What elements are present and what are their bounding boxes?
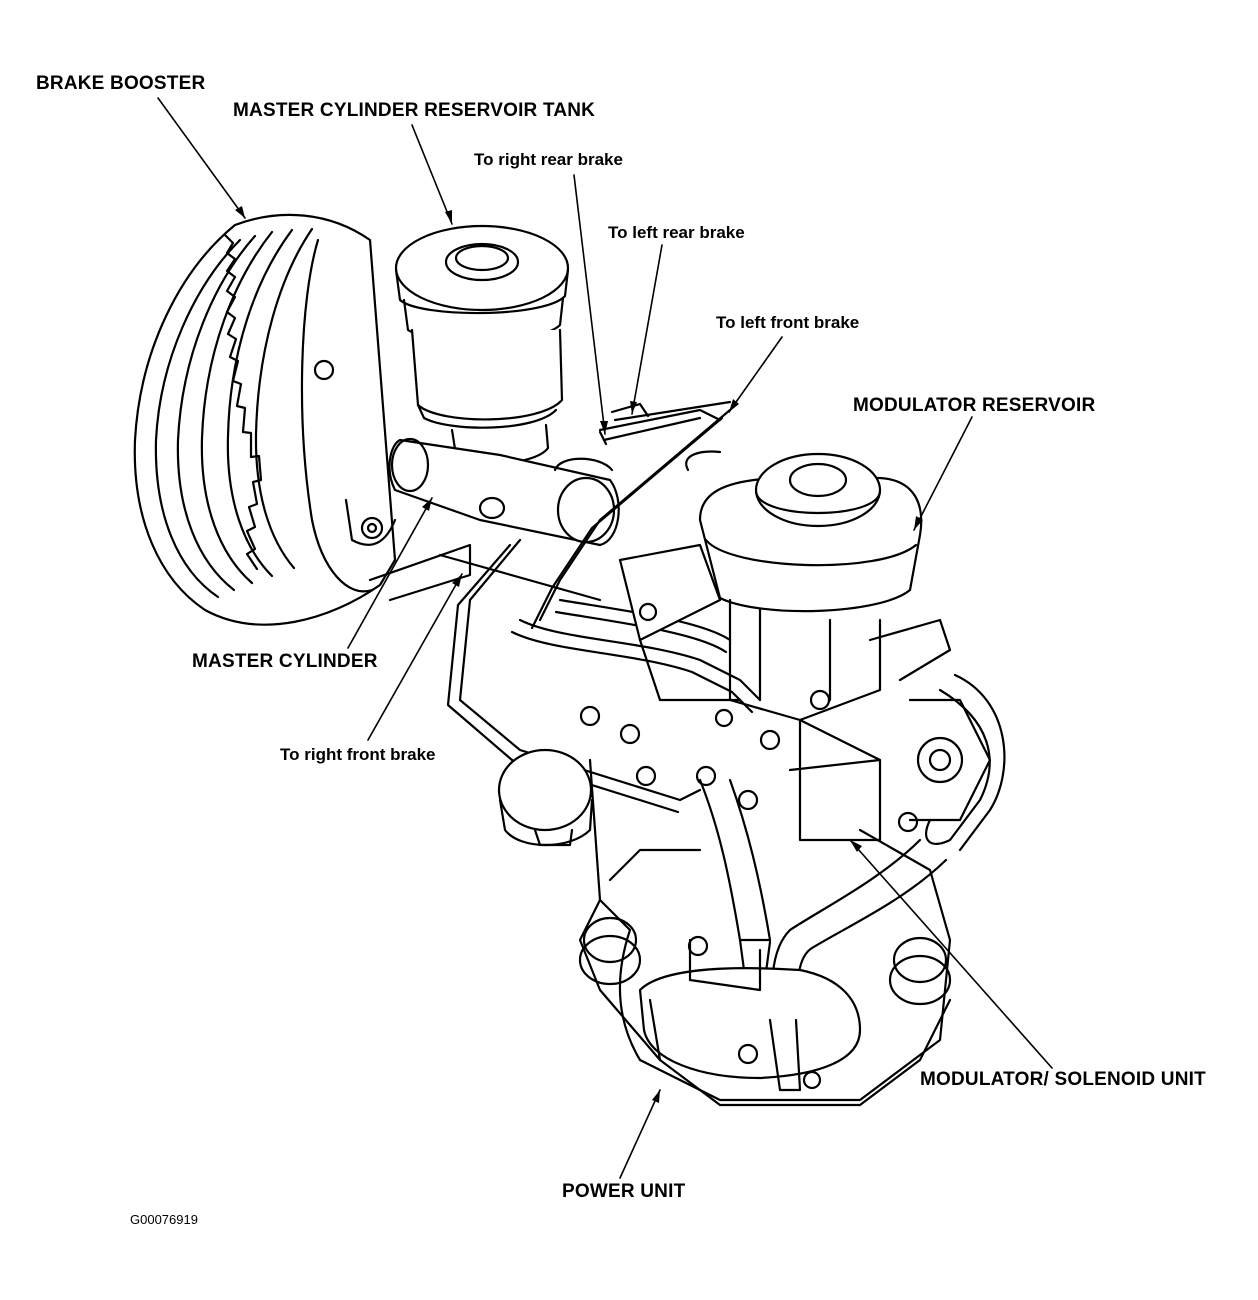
arrowhead-master-cylinder bbox=[422, 498, 432, 511]
leader-master-cylinder bbox=[347, 497, 433, 649]
power-unit bbox=[578, 758, 952, 1107]
leader-right-front-brake bbox=[367, 573, 463, 741]
leader-left-front-brake bbox=[728, 336, 783, 413]
leader-right-rear-brake bbox=[573, 174, 606, 435]
arrowhead-brake-booster bbox=[235, 206, 245, 218]
arrowhead-right-front-brake bbox=[452, 574, 462, 587]
label-modulator-reservoir: MODULATOR RESERVOIR bbox=[853, 395, 1096, 416]
label-master-cylinder-reservoir-tank: MASTER CYLINDER RESERVOIR TANK bbox=[233, 100, 596, 121]
master-cylinder-reservoir-tank bbox=[394, 224, 570, 480]
master-cylinder bbox=[344, 437, 620, 602]
leader-arrowheads bbox=[235, 206, 923, 1103]
label-to-right-rear-brake: To right rear brake bbox=[474, 150, 623, 169]
arrowhead-modulator-solenoid bbox=[850, 840, 862, 852]
arrowhead-left-front-brake bbox=[729, 399, 739, 412]
figure-code: G00076919 bbox=[130, 1212, 198, 1227]
leader-brake-booster bbox=[157, 97, 246, 219]
label-power-unit: POWER UNIT bbox=[562, 1181, 686, 1202]
leader-power-unit bbox=[619, 1089, 661, 1179]
arrowhead-left-rear-brake bbox=[630, 401, 637, 414]
accumulator bbox=[497, 748, 594, 847]
label-brake-booster: BRAKE BOOSTER bbox=[36, 73, 206, 94]
leader-modulator-reservoir bbox=[913, 416, 973, 531]
modulator-reservoir bbox=[685, 450, 923, 613]
leader-lines bbox=[157, 97, 1053, 1179]
leader-left-rear-brake bbox=[631, 244, 663, 415]
modulator-solenoid-unit bbox=[579, 543, 1006, 852]
leader-modulator-solenoid bbox=[849, 839, 1053, 1069]
arrowhead-right-rear-brake bbox=[600, 421, 608, 434]
leader-reservoir-tank bbox=[411, 124, 453, 225]
brake-lines bbox=[446, 400, 762, 814]
label-master-cylinder: MASTER CYLINDER bbox=[192, 651, 378, 672]
arrowhead-modulator-reservoir bbox=[914, 516, 923, 530]
arrowhead-power-unit bbox=[652, 1090, 660, 1103]
label-to-right-front-brake: To right front brake bbox=[280, 745, 436, 764]
label-to-left-rear-brake: To left rear brake bbox=[608, 223, 745, 242]
label-to-left-front-brake: To left front brake bbox=[716, 313, 860, 332]
label-modulator-solenoid-unit: MODULATOR/ SOLENOID UNIT bbox=[920, 1069, 1206, 1090]
arrowhead-reservoir-tank bbox=[445, 210, 452, 224]
brake-booster bbox=[133, 213, 397, 626]
